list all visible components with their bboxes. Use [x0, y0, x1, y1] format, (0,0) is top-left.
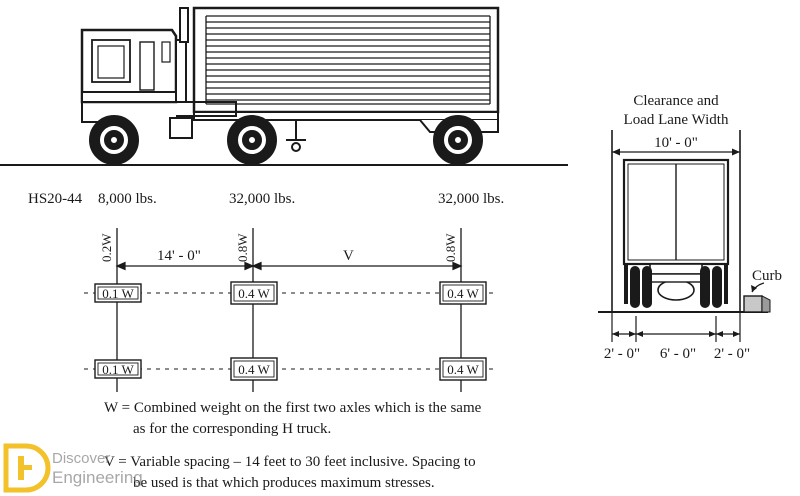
- axle-plan: 14' - 0" V 0.2W 0.8W 0.8W 0.1 W 0.4 W 0.…: [84, 228, 496, 392]
- trailer-rear: [622, 158, 730, 308]
- trailer-wheel: [433, 115, 483, 165]
- trailer-axle-factor: 0.8W: [443, 233, 458, 262]
- truck-side-view: [0, 6, 568, 166]
- rear-view-title-line-1: Clearance and: [633, 93, 719, 109]
- tractor-cab: [80, 7, 237, 139]
- svg-text:0.1 W: 0.1 W: [102, 362, 134, 377]
- wheel-load-box: 0.4 W: [439, 281, 487, 305]
- drive-axle-load: 32,000 lbs.: [229, 191, 295, 207]
- wheel-load-box: 0.4 W: [230, 357, 278, 381]
- svg-text:0.1 W: 0.1 W: [102, 286, 134, 301]
- wheel-load-box: 0.1 W: [94, 359, 142, 379]
- watermark-line-2: Engineering: [52, 468, 143, 487]
- note-v-line-1: V = Variable spacing – 14 feet to 30 fee…: [104, 454, 476, 470]
- dim-left-label: 2' - 0": [604, 346, 640, 362]
- watermark-logo-icon: [3, 443, 51, 493]
- svg-text:0.4 W: 0.4 W: [238, 362, 270, 377]
- svg-text:0.4 W: 0.4 W: [447, 286, 479, 301]
- drive-axle-factor: 0.8W: [235, 233, 250, 262]
- curb-label: Curb: [752, 268, 782, 284]
- front-wheel: [89, 115, 139, 165]
- watermark-line-1: Discover: [52, 450, 110, 467]
- note-w-line-1: W = Combined weight on the first two axl…: [104, 400, 482, 416]
- notes: W = Combined weight on the first two axl…: [104, 400, 482, 491]
- spacing-14ft: 14' - 0": [157, 248, 201, 264]
- wheel-load-box: 0.1 W: [94, 283, 142, 303]
- wheel-load-box: 0.4 W: [439, 357, 487, 381]
- front-axle-factor: 0.2W: [99, 233, 114, 262]
- dim-mid-label: 6' - 0": [660, 346, 696, 362]
- watermark: Discover Engineering: [3, 443, 143, 493]
- dim-right-label: 2' - 0": [714, 346, 750, 362]
- rear-view-title-line-2: Load Lane Width: [624, 112, 729, 128]
- lane-width-label: 10' - 0": [654, 135, 698, 151]
- svg-text:0.4 W: 0.4 W: [238, 286, 270, 301]
- front-axle-load: 8,000 lbs.: [98, 191, 157, 207]
- svg-text:0.4 W: 0.4 W: [447, 362, 479, 377]
- curb: [743, 282, 771, 313]
- trailer-axle-load: 32,000 lbs.: [438, 191, 504, 207]
- axle-spacing-dimension: [115, 261, 463, 271]
- note-w-line-2: as for the corresponding H truck.: [133, 421, 331, 437]
- trailer-ribs: [205, 15, 491, 105]
- truck-designation: HS20-44: [28, 191, 83, 207]
- note-v-line-2: be used is that which produces maximum s…: [133, 475, 435, 491]
- rear-view: Clearance and Load Lane Width 10' - 0": [598, 93, 782, 362]
- trailer-box: [192, 6, 500, 152]
- spacing-variable: V: [343, 248, 354, 264]
- wheel-load-box: 0.4 W: [230, 281, 278, 305]
- drive-wheel: [227, 115, 277, 165]
